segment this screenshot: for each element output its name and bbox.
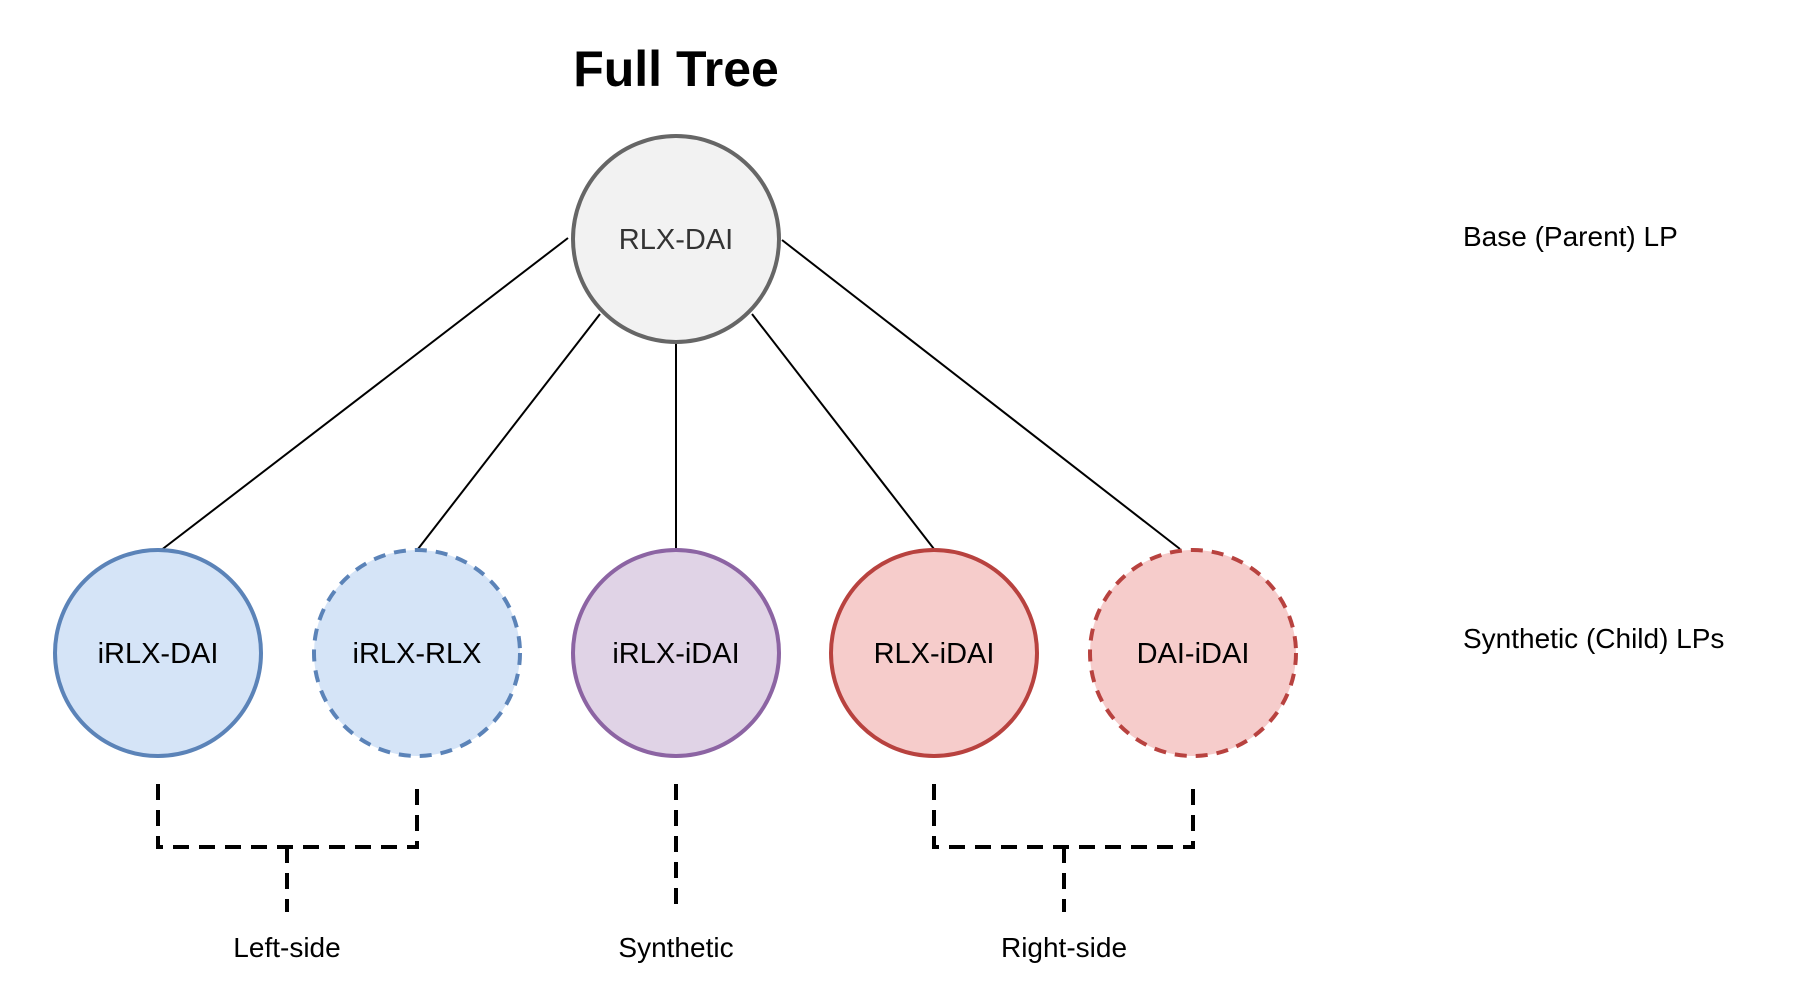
group-label-right-side: Right-side: [1001, 932, 1127, 963]
child-node-dai-idai[interactable]: DAI-iDAI: [1088, 548, 1298, 758]
tree-edges: [159, 237, 1181, 552]
edge-root-to-child-2: [417, 313, 601, 550]
child-node-label: iRLX-iDAI: [612, 638, 739, 670]
child-node-label: iRLX-RLX: [353, 638, 482, 670]
child-node-irlx-rlx[interactable]: iRLX-RLX: [312, 548, 522, 758]
child-node-label: iRLX-DAI: [98, 638, 219, 670]
child-node-label: DAI-iDAI: [1137, 638, 1250, 670]
root-node[interactable]: RLX-DAI: [571, 134, 781, 344]
edge-root-to-child-4: [751, 313, 935, 550]
root-node-label: RLX-DAI: [619, 224, 733, 256]
left-side-bracket: [156, 784, 419, 912]
child-node-circle: [571, 548, 781, 758]
group-label-left-side: Left-side: [233, 932, 340, 963]
child-node-circle: [1088, 548, 1298, 758]
root-node-circle: [571, 134, 781, 344]
child-node-label: RLX-iDAI: [874, 638, 995, 670]
child-node-irlx-idai[interactable]: iRLX-iDAI: [571, 548, 781, 758]
child-node-irlx-dai[interactable]: iRLX-DAI: [53, 548, 263, 758]
children-level-label: Synthetic (Child) LPs: [1463, 623, 1724, 654]
edge-root-to-child-1: [159, 237, 569, 552]
edge-root-to-child-5: [781, 239, 1181, 550]
child-node-circle: [53, 548, 263, 758]
parent-level-label: Base (Parent) LP: [1463, 221, 1678, 252]
child-node-circle: [829, 548, 1039, 758]
diagram-title: Full Tree: [573, 41, 779, 97]
child-node-rlx-idai[interactable]: RLX-iDAI: [829, 548, 1039, 758]
child-node-circle: [312, 548, 522, 758]
right-side-bracket: [932, 784, 1195, 912]
group-label-synthetic: Synthetic: [618, 932, 733, 963]
